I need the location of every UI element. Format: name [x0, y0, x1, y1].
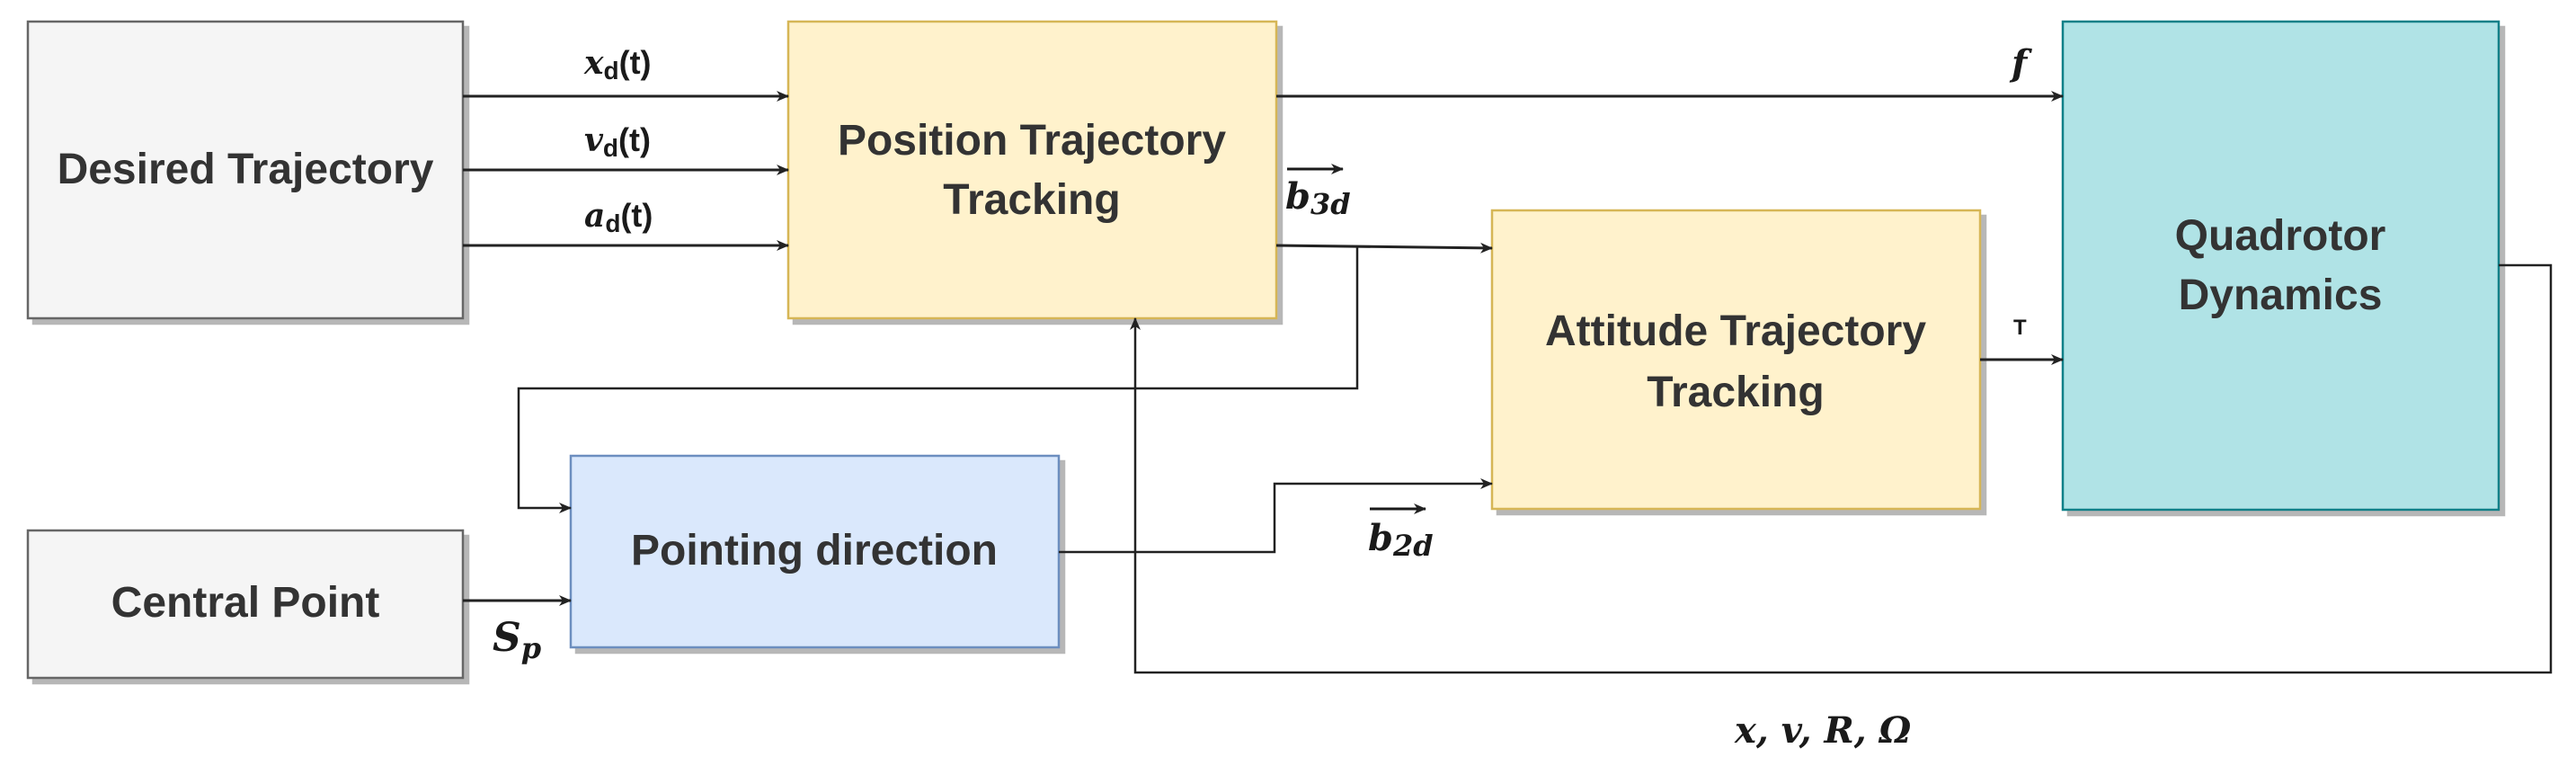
position-tracking-block: Position Trajectory Tracking	[786, 20, 1278, 320]
central-point-block: Central Point	[26, 529, 465, 680]
b2d-arrow	[1059, 478, 1493, 554]
attitude-tracking-block: Attitude Trajectory Tracking	[1490, 209, 1982, 511]
quadrotor-dynamics-label-line1: Quadrotor	[2175, 212, 2386, 260]
central-point-label: Central Point	[111, 579, 380, 627]
attitude-tracking-label-line2: Tracking	[1647, 369, 1824, 416]
f-label: f	[2009, 42, 2032, 85]
quadrotor-dynamics-box	[2061, 20, 2500, 512]
xd-label: xd(t)	[583, 44, 652, 85]
b3d-arrow	[1275, 242, 1493, 254]
b3d-to-pointing-arrow	[517, 245, 1359, 513]
desired-trajectory-box	[26, 20, 465, 320]
desired-trajectory-block: Desired Trajectory	[26, 20, 465, 320]
pointing-direction-block: Pointing direction	[569, 454, 1061, 649]
feedback-arrow	[1130, 263, 2553, 674]
position-tracking-label-line1: Position Trajectory	[838, 117, 1226, 165]
b3d-text: b3d	[1285, 175, 1351, 221]
position-tracking-box	[786, 20, 1278, 320]
attitude-tracking-label-line1: Attitude Trajectory	[1545, 307, 1926, 355]
sp-label: Sp	[493, 615, 541, 665]
tau-label: T	[2013, 316, 2027, 340]
b3d-label: b3d	[1285, 164, 1351, 221]
signal-labels: xd(t) vd(t) ad(t) f b3d T b2d Sp x, v, R…	[493, 42, 2032, 752]
connectors	[463, 91, 2553, 674]
pointing-direction-label: Pointing direction	[631, 527, 998, 574]
desired-trajectory-label: Desired Trajectory	[58, 146, 434, 193]
b2d-label: b2d	[1368, 503, 1434, 563]
feedback-label: x, v, R, Ω	[1734, 709, 1912, 752]
pointing-direction-box	[569, 454, 1061, 649]
central-point-box	[26, 529, 465, 680]
ad-label: ad(t)	[584, 197, 653, 237]
position-tracking-label-line2: Tracking	[943, 176, 1120, 224]
attitude-tracking-box	[1490, 209, 1982, 511]
b2d-text: b2d	[1368, 517, 1434, 563]
quadrotor-dynamics-label-line2: Dynamics	[2179, 272, 2383, 319]
vd-label: vd(t)	[584, 121, 651, 162]
quadrotor-dynamics-block: Quadrotor Dynamics	[2061, 20, 2500, 512]
